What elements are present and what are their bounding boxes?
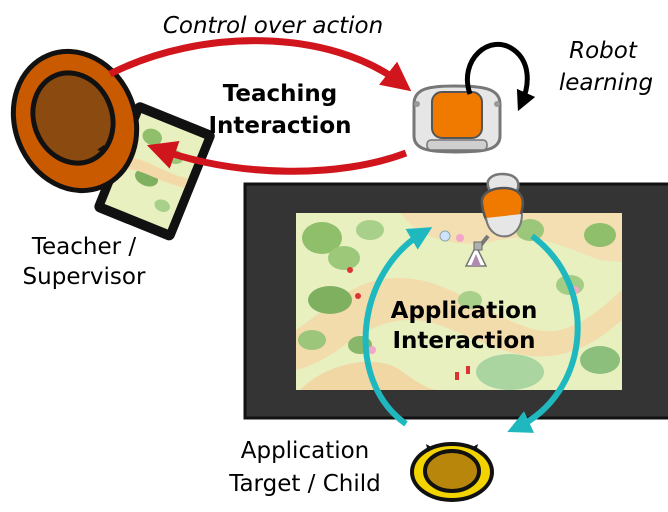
teaching-interaction-label-1: Teaching — [223, 81, 337, 107]
child-figure — [410, 442, 494, 502]
teacher-label-1: Teacher / — [31, 234, 137, 260]
teacher-figure — [10, 48, 140, 194]
control-arrow — [108, 37, 412, 92]
application-arrow-up — [362, 227, 433, 427]
teacher-label-2: Supervisor — [23, 264, 146, 290]
robot-learning-arrow — [465, 42, 536, 112]
teaching-arrows — [108, 37, 412, 175]
application-arrows — [362, 227, 581, 433]
target-label-1: Application — [241, 438, 370, 464]
control-over-action-label: Control over action — [163, 13, 383, 39]
robot-arm — [473, 172, 525, 251]
feedback-arrow — [146, 141, 408, 175]
target-label-2: Target / Child — [228, 471, 381, 497]
map-area — [296, 213, 622, 390]
teaching-interaction-label-2: Interaction — [208, 113, 351, 139]
touchscreen — [243, 182, 668, 420]
application-arrow-down — [507, 233, 581, 433]
robot-learning-label-2: learning — [559, 70, 653, 96]
robot-top — [412, 84, 502, 154]
application-interaction-label-2: Interaction — [392, 328, 535, 354]
robot-learning-label-1: Robot — [569, 38, 638, 64]
application-interaction-label-1: Application — [391, 298, 538, 324]
